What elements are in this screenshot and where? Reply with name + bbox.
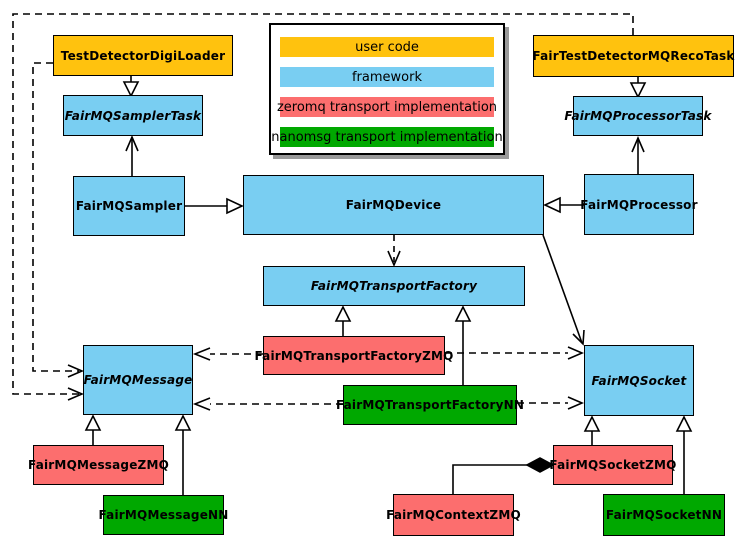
legend: user code framework zeromq transport imp…: [269, 23, 505, 155]
node-fairmq-transport-factory: FairMQTransportFactory: [263, 266, 525, 306]
edge-tfnn-message: [192, 397, 343, 411]
legend-item-user-code: user code: [280, 37, 494, 57]
node-fair-test-detector-mq-reco-task: FairTestDetectorMQRecoTask: [532, 35, 734, 77]
node-fairmq-message: FairMQMessage: [83, 345, 193, 415]
legend-item-nanomsg: nanomsg transport implementation: [271, 127, 503, 147]
node-fairmq-processor: FairMQProcessor: [580, 174, 698, 235]
edge-tfzmq-message: [192, 347, 263, 361]
edge-digiloader-to-message: [32, 62, 85, 378]
edge-messagenn-message: [174, 414, 192, 495]
node-fairmq-socket-nn: FairMQSocketNN: [603, 494, 725, 536]
edge-processor-processortask: [631, 135, 645, 174]
node-fairmq-message-nn: FairMQMessageNN: [98, 495, 228, 535]
edge-digiloader-samplertask: [122, 76, 140, 98]
edge-device-socket: [542, 234, 585, 346]
node-fairmq-sampler: FairMQSampler: [73, 176, 185, 236]
node-fairmq-transport-factory-nn: FairMQTransportFactoryNN: [336, 385, 524, 425]
node-fairmq-socket-zmq: FairMQSocketZMQ: [549, 445, 676, 485]
node-fairmq-socket: FairMQSocket: [584, 345, 694, 416]
node-fairmq-sampler-task: FairMQSamplerTask: [63, 95, 203, 136]
edge-tfnn-socket: [517, 396, 585, 410]
edge-tfzmq-socket: [445, 346, 585, 360]
legend-item-framework: framework: [280, 67, 494, 87]
edge-processor-device: [543, 196, 584, 214]
node-fairmq-transport-factory-zmq: FairMQTransportFactoryZMQ: [254, 336, 453, 375]
edge-tfzmq-transportfactory: [334, 305, 352, 336]
edge-tfnn-transportfactory: [454, 305, 472, 385]
node-fairmq-device: FairMQDevice: [243, 175, 544, 235]
node-fairmq-message-zmq: FairMQMessageZMQ: [28, 445, 169, 485]
edge-sampler-samplertask: [125, 134, 139, 176]
edge-messagezmq-message: [84, 414, 102, 445]
node-test-detector-digi-loader: TestDetectorDigiLoader: [53, 35, 233, 76]
edge-device-transportfactory: [387, 235, 401, 268]
legend-item-zeromq: zeromq transport implementation: [277, 97, 497, 117]
edge-recotask-processortask: [629, 77, 647, 99]
edge-socketzmq-socket: [583, 415, 601, 445]
node-fairmq-processor-task: FairMQProcessorTask: [564, 96, 711, 136]
node-fairmq-context-zmq: FairMQContextZMQ: [386, 494, 521, 536]
edge-socketnn-socket: [675, 415, 693, 495]
edge-recotask-to-message: [12, 13, 634, 401]
edge-contextzmq-socketzmq: [452, 457, 555, 495]
edge-sampler-device: [185, 197, 244, 215]
